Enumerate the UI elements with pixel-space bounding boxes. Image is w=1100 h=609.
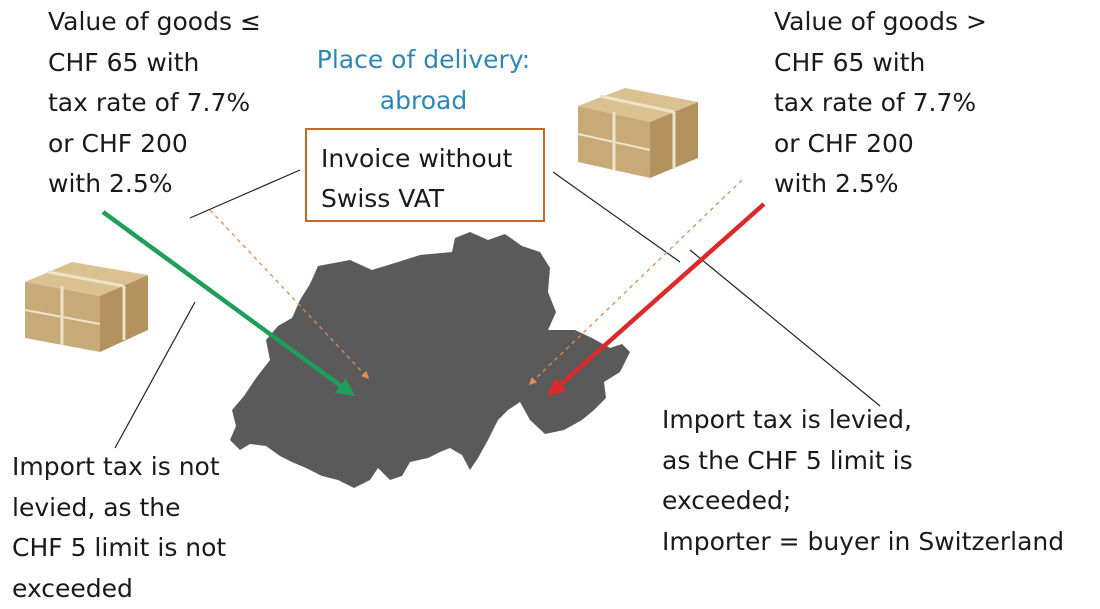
delivery-label-line: Place of delivery: [296, 40, 551, 81]
bottom-right-line: Import tax is levied, [662, 400, 1064, 441]
bottom-left-line: Import tax is not [12, 447, 226, 488]
top-right-line: with 2.5% [774, 164, 987, 205]
invoice-box-line: Invoice without [321, 139, 543, 179]
bottom-left-result-text: Import tax is not levied, as the CHF 5 l… [12, 447, 226, 609]
top-right-line: CHF 65 with [774, 43, 987, 84]
top-left-line: Value of goods ≤ [48, 2, 261, 43]
delivery-label: Place of delivery: abroad [296, 40, 551, 121]
leader-line-bottom-right [690, 250, 880, 406]
top-left-line: CHF 65 with [48, 43, 261, 84]
bottom-left-line: levied, as the [12, 488, 226, 529]
top-left-line: tax rate of 7.7% [48, 83, 261, 124]
switzerland-map [230, 232, 630, 488]
top-left-line: or CHF 200 [48, 124, 261, 165]
dashed-arrow-right [530, 180, 742, 384]
bottom-right-result-text: Import tax is levied, as the CHF 5 limit… [662, 400, 1064, 562]
bottom-right-line: exceeded; [662, 481, 1064, 522]
leader-line-box-right [553, 172, 680, 262]
top-right-line: Value of goods > [774, 2, 987, 43]
bottom-left-line: exceeded [12, 569, 226, 609]
delivery-label-line: abroad [296, 81, 551, 122]
red-arrow [550, 204, 764, 394]
bottom-left-line: CHF 5 limit is not [12, 528, 226, 569]
top-left-condition-text: Value of goods ≤ CHF 65 with tax rate of… [48, 2, 261, 205]
parcel-icon-right [578, 88, 698, 178]
top-right-condition-text: Value of goods > CHF 65 with tax rate of… [774, 2, 987, 205]
bottom-right-line: Importer = buyer in Switzerland [662, 522, 1064, 563]
top-right-line: tax rate of 7.7% [774, 83, 987, 124]
parcel-icon-left [25, 262, 148, 352]
invoice-box: Invoice without Swiss VAT [305, 128, 545, 222]
invoice-box-line: Swiss VAT [321, 179, 543, 219]
bottom-right-line: as the CHF 5 limit is [662, 441, 1064, 482]
top-left-line: with 2.5% [48, 164, 261, 205]
top-right-line: or CHF 200 [774, 124, 987, 165]
